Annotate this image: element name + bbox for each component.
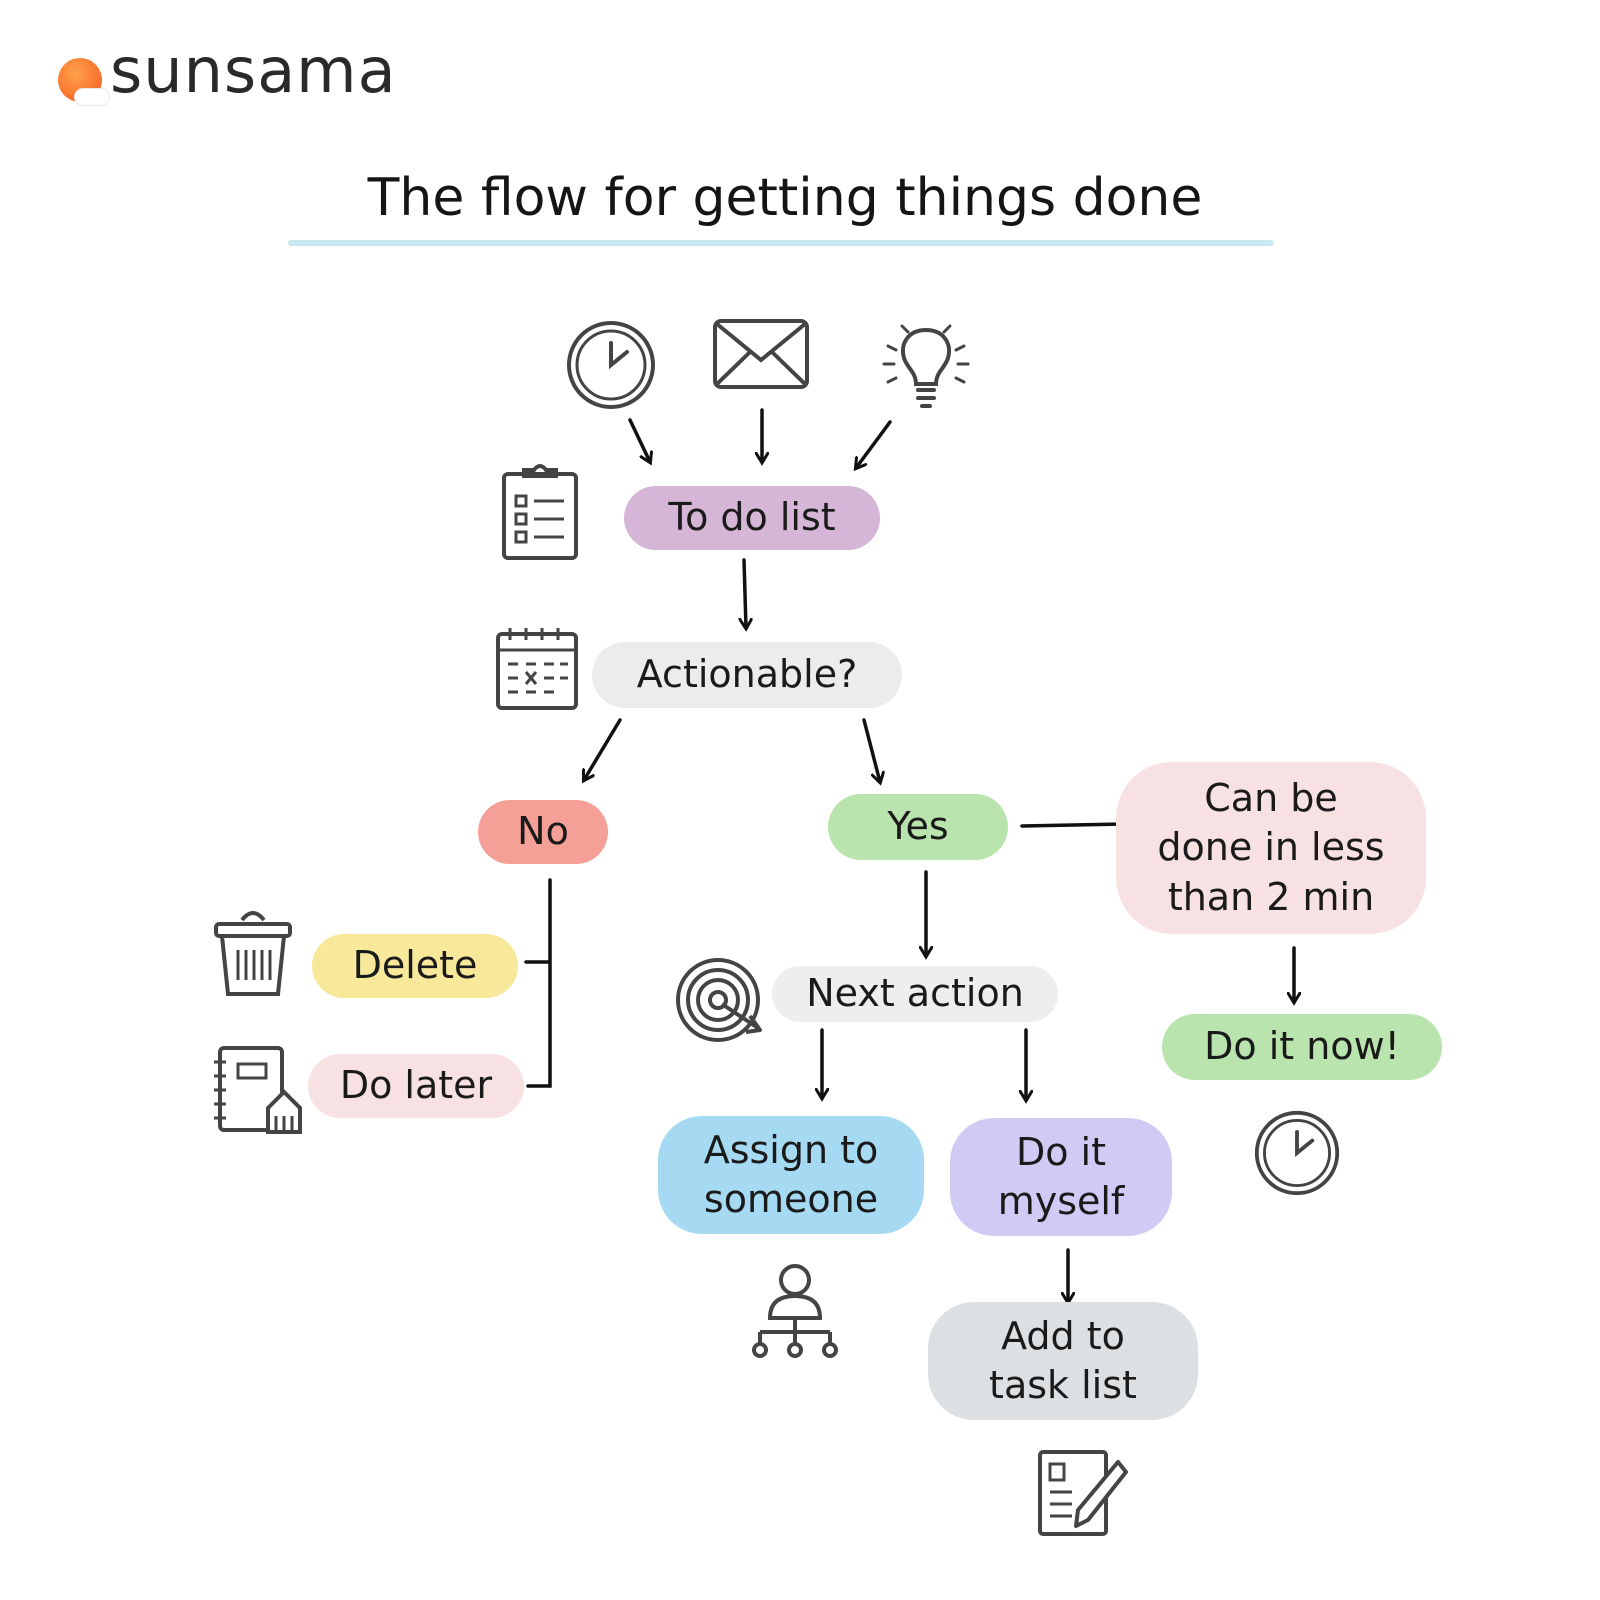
- node-delete: Delete: [312, 934, 518, 998]
- node-add-task-line-1: Add to: [1001, 1313, 1125, 1358]
- node-todo-label: To do list: [668, 495, 836, 540]
- clock-icon: [567, 321, 655, 409]
- node-add-task-line-2: task list: [989, 1363, 1137, 1407]
- node-add-task: Add to task list: [928, 1302, 1198, 1420]
- node-do-myself-line-1: Do it: [1015, 1129, 1107, 1174]
- envelope-icon: [713, 319, 809, 389]
- clock-icon: [1254, 1110, 1340, 1196]
- target-icon: [676, 958, 762, 1042]
- node-do-myself: Do it myself: [950, 1118, 1172, 1236]
- arrow-actionable-to-yes: [862, 718, 880, 782]
- node-do-later: Do later: [308, 1054, 524, 1118]
- node-todo-list: To do list: [624, 486, 880, 550]
- node-actionable-label: Actionable?: [636, 652, 858, 697]
- node-two-min-line-2: done in less: [1157, 825, 1385, 870]
- node-next-action: Next action: [772, 966, 1058, 1022]
- arrow-todo-to-actionable: [744, 558, 746, 628]
- org-chart-icon: [752, 1264, 838, 1358]
- node-two-min: Can be done in less than 2 min: [1116, 762, 1426, 934]
- node-yes: Yes: [828, 794, 1008, 860]
- notebook-icon: [214, 1046, 302, 1134]
- node-no-label: No: [517, 809, 569, 854]
- node-do-now-label: Do it now!: [1204, 1024, 1400, 1069]
- node-delete-label: Delete: [352, 943, 478, 988]
- node-do-later-label: Do later: [339, 1063, 493, 1108]
- arrow-clock-to-todo: [628, 418, 650, 462]
- diagram-title: The flow for getting things done: [367, 168, 1203, 228]
- node-next-action-label: Next action: [806, 971, 1024, 1016]
- node-assign-line-2: someone: [703, 1177, 879, 1221]
- arrow-actionable-to-no: [584, 718, 622, 780]
- title-underline: [288, 240, 1274, 246]
- node-no: No: [478, 800, 608, 864]
- node-do-now: Do it now!: [1162, 1014, 1442, 1080]
- node-yes-label: Yes: [887, 804, 949, 849]
- line-yes-to-2min: [1020, 814, 1132, 828]
- trash-icon: [214, 911, 292, 996]
- bracket-no-branch: [524, 878, 552, 1088]
- clipboard-icon: [502, 464, 578, 560]
- task-edit-icon: [1038, 1450, 1128, 1536]
- node-assign: Assign to someone: [658, 1116, 924, 1234]
- calendar-icon: [496, 628, 578, 710]
- node-two-min-line-1: Can be: [1204, 775, 1338, 820]
- node-do-myself-line-2: myself: [997, 1179, 1125, 1223]
- node-assign-line-1: Assign to: [703, 1127, 879, 1172]
- sunsama-logo-cloud-icon: [74, 88, 110, 106]
- brand-logo-text: sunsama: [110, 34, 397, 107]
- arrow-bulb-to-todo: [856, 420, 892, 468]
- node-two-min-line-3: than 2 min: [1167, 874, 1375, 919]
- node-actionable: Actionable?: [592, 642, 902, 708]
- lightbulb-icon: [882, 324, 970, 408]
